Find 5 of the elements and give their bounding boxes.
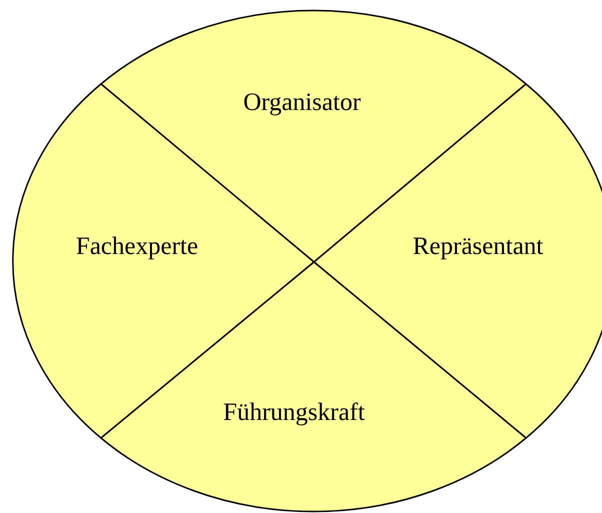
ellipse-sector: [101, 262, 526, 513]
sector-label: Repräsentant: [412, 233, 544, 261]
sector-label: Organisator: [243, 89, 361, 117]
sector-label: Fachexperte: [76, 233, 198, 261]
sector-label: Führungskraft: [223, 399, 365, 427]
